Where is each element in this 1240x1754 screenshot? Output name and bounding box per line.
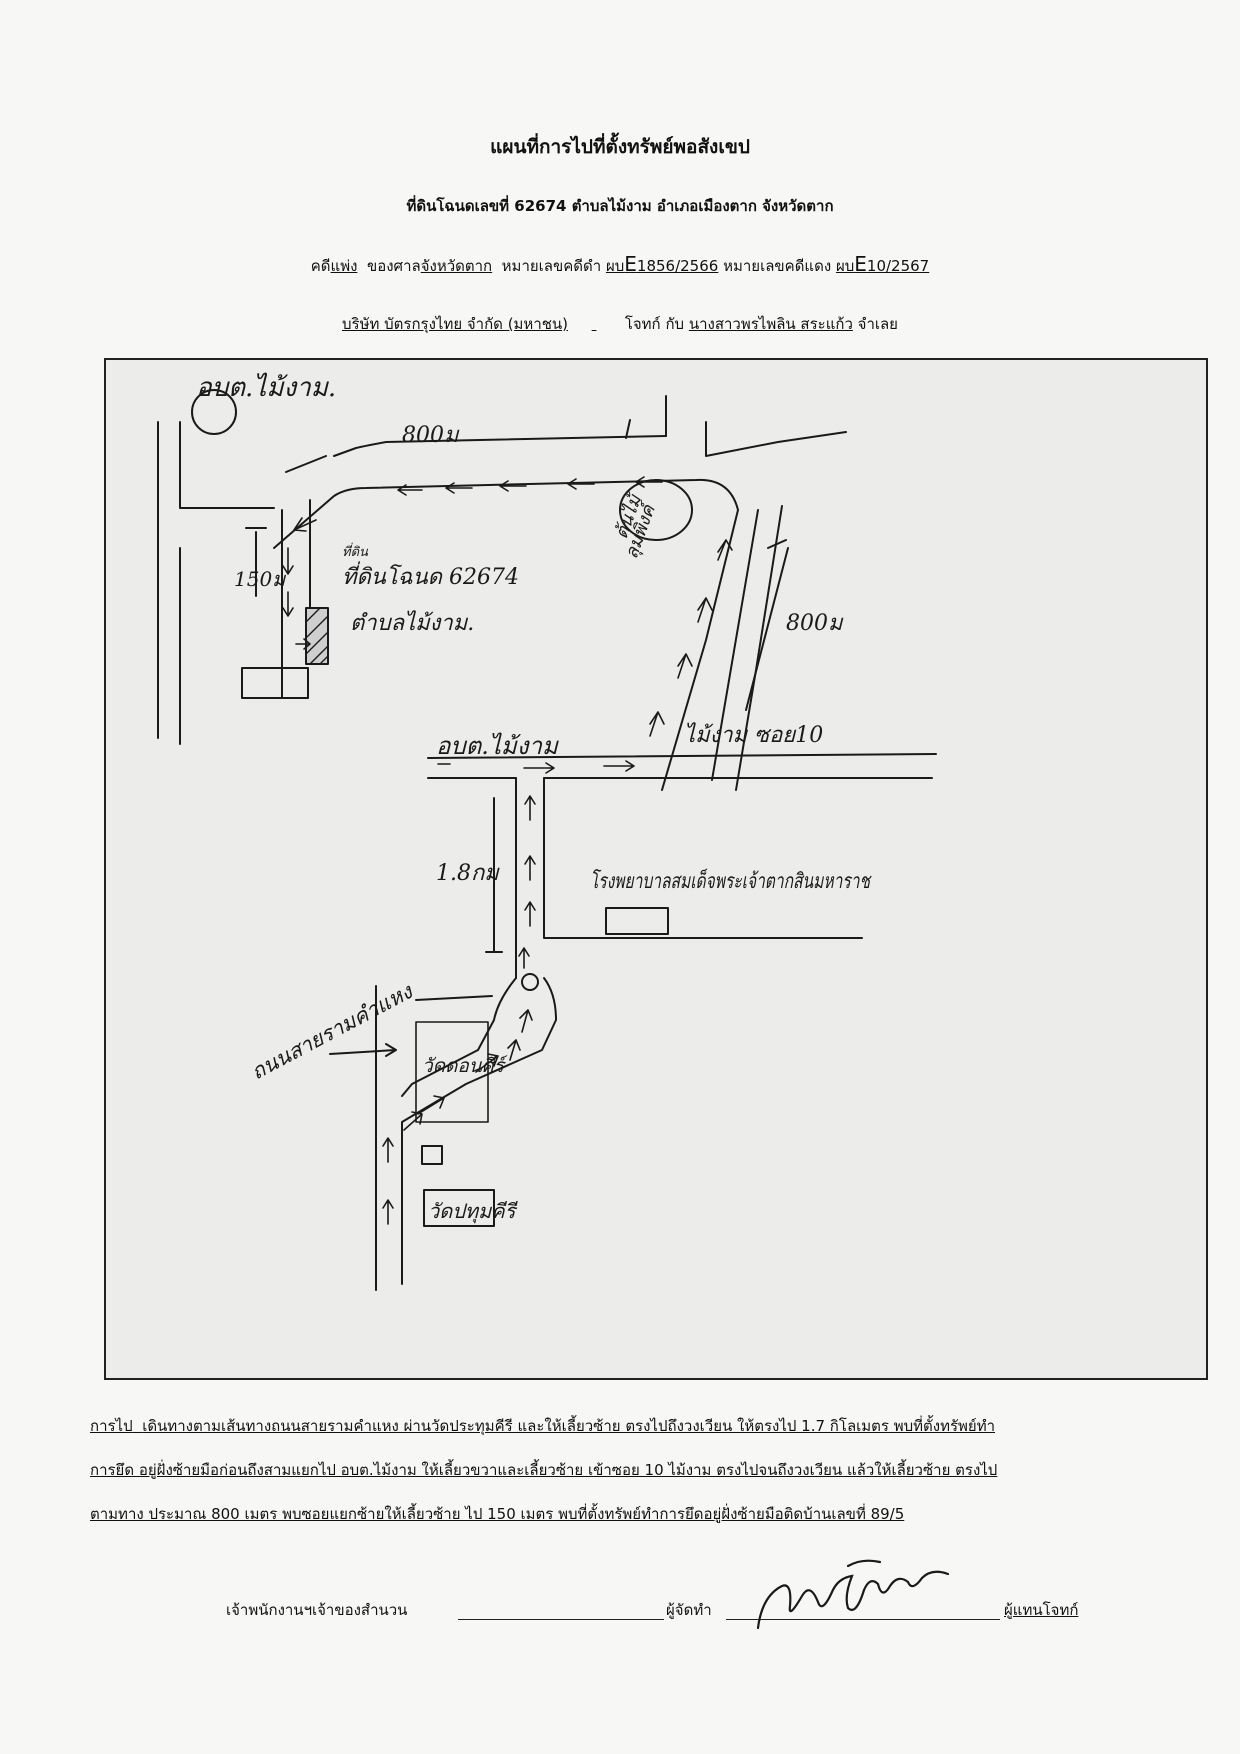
right-road-edge [711,509,759,781]
dist-150-label: 150ม [234,567,287,591]
defendant-name: นางสาวพรไพลิน สระแก้ว [688,315,853,333]
case-type: แพ่ง [330,257,358,275]
dist-800-top-label: 800ม [402,423,460,448]
wat-pak-label: วัดปทุมคีรี [428,1199,518,1224]
dist-marker-top [285,419,631,473]
deed-line: ที่ดินโฉนดเลขที่ 62674 ตำบลไม้งาม อำเภอเ… [406,197,834,215]
sao-top-label: อบต.ไม้งาม. [196,372,336,403]
top-road-lower-edge [273,478,739,791]
parties-line: บริษัท บัตรกรุงไทย จำกัด (มหาชน) โจทก์ ก… [0,312,1240,336]
top-road-upper-edge [333,435,667,457]
soi-label: ไม้งาม ซอย10 [684,722,823,748]
tree-circle [619,479,693,541]
plaintiff-label: โจทก์ [624,315,661,333]
red-case-label: หมายเลขคดีแดง [723,257,832,275]
directions-text: การไป เดินทางตามเส้นทางถนนสายรามคำแหง ผ่… [90,1404,1202,1536]
deed-label-2: ตำบลไม้งาม. [350,610,474,636]
dist-marker-right [745,539,789,711]
map-frame: อบต.ไม้งาม. 800ม 150ม ที่ดิน ที่ดินโฉนด … [104,358,1208,1380]
wat-dong-box [415,1021,489,1123]
case-line: คดีแพ่ง ของศาลจังหวัดตาก หมายเลขคดีดำ ผบ… [0,252,1240,278]
hand-drawn-map: อบต.ไม้งาม. 800ม 150ม ที่ดิน ที่ดินโฉนด … [157,372,937,1291]
deed-small-label: ที่ดิน [342,542,369,560]
middle-road-upper-edge [427,753,937,759]
document-title: แผนที่การไปที่ตั้งทรัพย์พอสังเขป [490,136,750,158]
preparer-sign-line [726,1618,1000,1620]
lower-road-left [401,977,517,1097]
rep-label: ผู้แทนโจทก์ [1004,1601,1079,1619]
road-name-label: ถนนสายรามคำแหง [247,978,418,1084]
with-label: กับ [665,315,685,333]
directions-line-3: ตามทาง ประมาณ 800 เมตร พบซอยแยกซ้ายให้เล… [90,1505,905,1523]
roundabout-bottom [521,973,539,991]
dist-1-8km-label: 1.8กม [436,861,500,886]
handwritten-signature [756,1559,950,1630]
dist-marker-1-8km [485,797,503,953]
road-outer-left-2 [415,995,493,1001]
house-box [241,667,309,699]
court-prefix: ของศาล [366,257,421,275]
officer-sign-line [458,1618,664,1620]
wat-pak-box-2 [423,1189,495,1227]
preparer-label: ผู้จัดทำ [666,1601,712,1619]
hospital-label: โรงพยาบาลสมเด็จพระเจ้าตากสินมหาราช [590,868,872,893]
directions-line-1: การไป เดินทางตามเส้นทางถนนสายรามคำแหง ผ่… [90,1417,996,1435]
directions-lead: การไป [90,1417,133,1435]
deed-label-1: ที่ดินโฉนด 62674 [342,561,519,590]
side-road-edge [281,499,311,669]
sao-mid-label: อบต.ไม้งาม [436,732,559,760]
signature-footer: เจ้าพนักงานฯเจ้าของสำนวน ผู้จัดทำ ผู้แทน… [0,1592,1240,1652]
top-road-branch-2 [705,421,847,457]
road-name-pointer [329,1043,397,1057]
deed-plot-hatch [305,607,329,665]
court-name: จังหวัดตาก [420,257,493,275]
red-case-number: ผบE10/2567 [835,252,930,276]
direction-arrows [282,476,733,1225]
wat-dong-label: วัดดอนศีร์ [422,1055,508,1077]
wat-pak-box [421,1145,443,1165]
sao-top-circle [191,389,237,435]
hospital-box [605,907,669,935]
dist-marker-150 [245,527,267,597]
case-type-prefix: คดี [310,257,331,275]
plaintiff-name: บริษัท บัตรกรุงไทย จำกัด (มหาชน) [342,315,569,333]
black-case-number: ผบE1856/2566 [605,252,719,276]
black-case-label: หมายเลขคดีดำ [501,257,602,275]
officer-label: เจ้าพนักงานฯเจ้าของสำนวน [226,1601,408,1619]
defendant-label: จำเลย [857,315,898,333]
vertical-road-right [543,777,863,939]
directions-line-2: การยึด อยู่ฝั่งซ้ายมือก่อนถึงสามแยกไป อบ… [90,1461,998,1479]
dist-800-right-label: 800ม [786,611,844,636]
lower-road-right [401,977,557,1285]
left-road-edge-2 [179,421,275,509]
